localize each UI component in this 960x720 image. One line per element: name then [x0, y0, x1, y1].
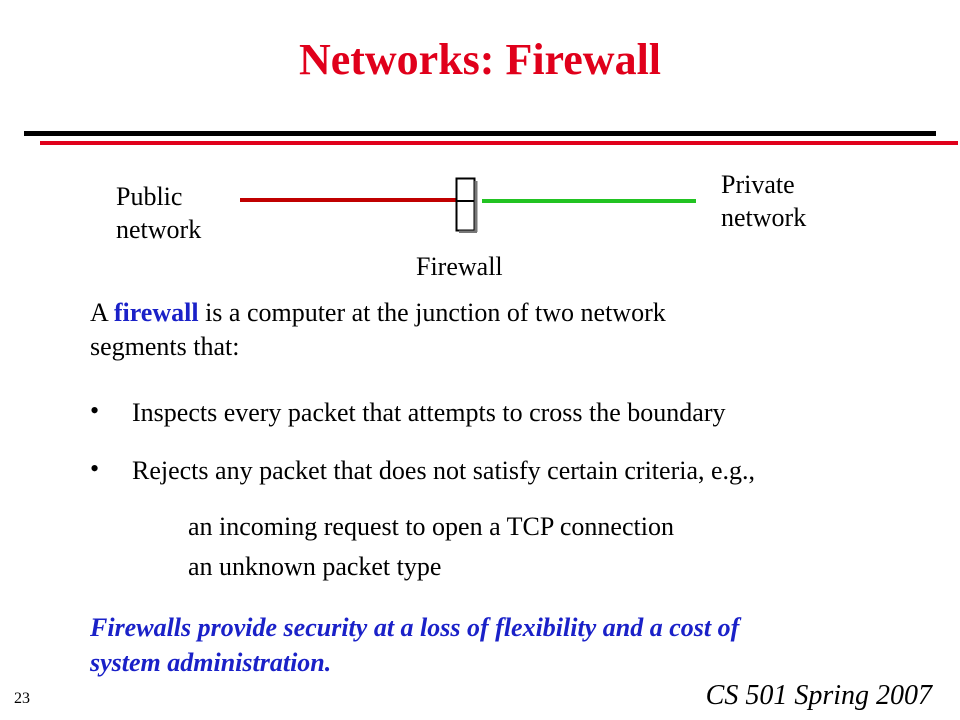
public-label-line1: Public: [116, 182, 183, 211]
private-label-line2: network: [721, 203, 807, 232]
private-label-line1: Private: [721, 170, 795, 199]
public-network-label: Public network: [116, 180, 201, 246]
firewall-icon: [455, 177, 478, 233]
private-network-label: Private network: [721, 168, 806, 234]
summary-note: Firewalls provide security at a loss of …: [90, 610, 920, 680]
public-label-line2: network: [116, 215, 202, 244]
course-footer: CS 501 Spring 2007: [705, 680, 932, 711]
public-network-link: [240, 198, 458, 202]
private-network-link: [482, 199, 696, 203]
definition-suffix: is a computer at the junction of two net…: [198, 298, 666, 327]
page-number: 23: [14, 690, 30, 707]
definition-line2: segments that:: [90, 332, 240, 361]
summary-note-line1: Firewalls provide security at a loss of …: [90, 613, 740, 642]
title-rule-red: [40, 141, 958, 145]
example-item: an incoming request to open a TCP connec…: [188, 512, 674, 541]
bullet-marker: •: [90, 454, 100, 483]
definition-line1: A firewall is a computer at the junction…: [90, 296, 666, 330]
summary-note-line2: system administration.: [90, 648, 332, 677]
bullet-marker: •: [90, 396, 100, 425]
definition-prefix: A: [90, 298, 114, 327]
definition-paragraph: A firewall is a computer at the junction…: [90, 296, 666, 364]
bullet-item-inspects: Inspects every packet that attempts to c…: [132, 398, 726, 427]
firewall-label: Firewall: [416, 252, 503, 281]
bullet-item-rejects: Rejects any packet that does not satisfy…: [132, 456, 756, 485]
definition-term: firewall: [113, 298, 199, 327]
title-rule-black: [24, 131, 936, 136]
slide-title: Networks: Firewall: [298, 35, 662, 84]
example-item: an unknown packet type: [188, 552, 442, 581]
